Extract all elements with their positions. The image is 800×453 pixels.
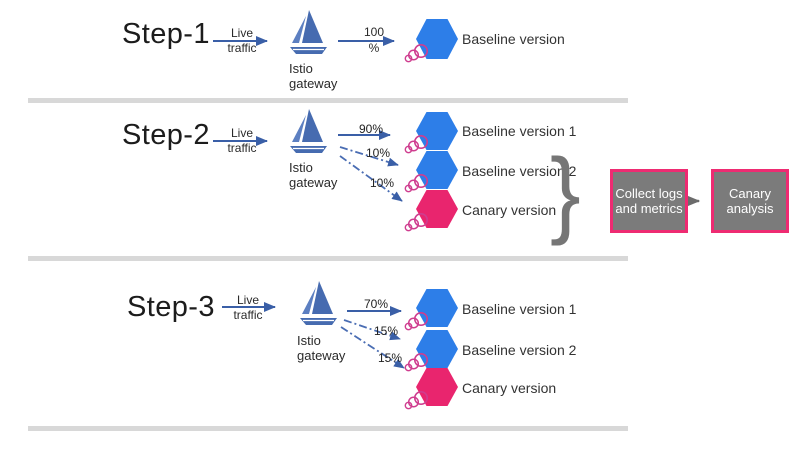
pods-rings-icon [404,391,428,410]
step3-route-arrow-15b [340,326,405,369]
route-percent-label: 10% [365,146,391,160]
canary-analysis-box: Canary analysis [711,169,789,233]
route-percent-label: 15% [373,324,399,338]
istio-gateway-label: Istio gateway [289,61,338,91]
pods-rings-icon [404,44,428,63]
baseline-hexagon [416,330,458,368]
hexagon-label: Baseline version [462,31,565,47]
istio-gateway-icon [300,281,337,325]
hexagon-label: Baseline version 1 [462,123,577,139]
divider [28,256,628,261]
route-percent-label: 100 % [363,25,385,55]
route-percent-label: 10% [369,176,395,190]
pods-rings-icon [404,174,428,193]
pods-rings-icon [404,213,428,232]
hexagon-label: Baseline version 2 [462,342,577,358]
hexagon-label: Baseline version 1 [462,301,577,317]
live-traffic-label: Live traffic [233,293,263,322]
hexagon-label: Canary version [462,380,557,396]
pods-rings-icon [404,312,428,331]
pods-rings-icon [404,353,428,372]
istio-gateway-label: Istio gateway [289,160,338,190]
istio-gateway-label: Istio gateway [297,333,346,363]
divider [28,98,628,103]
grouping-brace: } [550,139,581,247]
collect-logs-box: Collect logs and metrics [610,169,688,233]
istio-gateway-icon [290,109,327,153]
step-1-label: Step-1 [122,18,210,50]
divider [28,426,628,431]
baseline-hexagon [416,289,458,327]
route-percent-label: 70% [363,297,389,311]
pods-rings-icon [404,135,428,154]
step-2-label: Step-2 [122,119,210,151]
istio-gateway-icon [290,10,327,54]
route-percent-label: 90% [358,122,384,136]
live-traffic-label: Live traffic [227,126,257,155]
hexagon-label: Baseline version 2 [462,163,577,179]
route-percent-label: 15% [377,351,403,365]
step2-route-arrow-10a [339,146,399,167]
canary-hexagon [416,368,458,406]
step-3-label: Step-3 [127,291,215,323]
hexagon-label: Canary version [462,202,557,218]
live-traffic-label: Live traffic [227,26,257,55]
step2-route-arrow-10b [339,155,403,202]
step3-route-arrow-15a [343,319,401,341]
